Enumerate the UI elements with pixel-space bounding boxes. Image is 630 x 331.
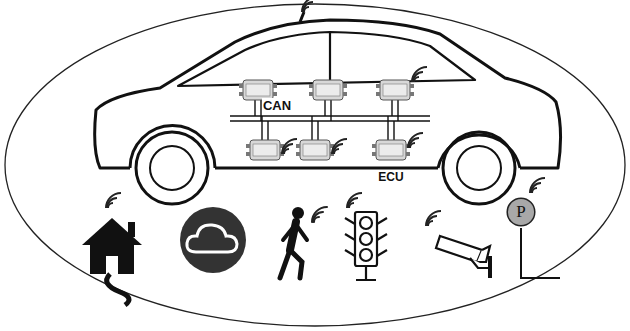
traffic-light-icon bbox=[345, 193, 387, 280]
sign-letter: P bbox=[506, 202, 536, 222]
can-bus bbox=[230, 100, 430, 140]
cloud-icon bbox=[180, 207, 246, 273]
boundary-ellipse bbox=[5, 4, 625, 326]
pedestrian-icon bbox=[280, 207, 327, 278]
parking-sign: P bbox=[506, 197, 536, 227]
parking-sign-pole bbox=[521, 178, 560, 278]
module-label: ECU bbox=[377, 170, 404, 184]
house-icon bbox=[82, 193, 142, 305]
car bbox=[95, 12, 561, 204]
camera-icon bbox=[426, 211, 490, 278]
bus-label: CAN bbox=[262, 98, 292, 113]
